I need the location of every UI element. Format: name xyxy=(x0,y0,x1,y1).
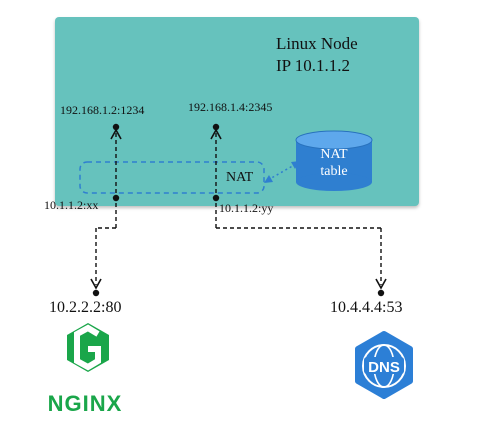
nat-table-link xyxy=(267,163,297,181)
right-external-dot xyxy=(212,194,220,202)
internal-left-address: 192.168.1.2:1234 xyxy=(60,103,145,117)
left-down-arrow xyxy=(90,278,102,290)
dns-address: 10.4.4.4:53 xyxy=(330,299,403,316)
dns-dot xyxy=(377,289,385,297)
nginx-address: 10.2.2.2:80 xyxy=(49,299,122,316)
right-flow-path xyxy=(215,133,382,285)
nginx-logo-icon xyxy=(67,323,109,372)
external-right-address: 10.1.1.2:yy xyxy=(219,201,274,215)
left-external-dot xyxy=(112,194,120,202)
dns-logo-text: DNS xyxy=(368,359,400,376)
nginx-logo-text: NGINX xyxy=(48,391,123,416)
nat-table-cylinder xyxy=(295,130,373,191)
dns-logo-icon xyxy=(355,331,413,399)
left-internal-dot xyxy=(112,123,120,131)
nat-box xyxy=(79,161,265,194)
nat-table-link-arrowhead-left xyxy=(264,175,273,183)
nat-table-label-line2: table xyxy=(320,164,348,179)
node-title: Linux Node xyxy=(276,34,358,53)
nat-table-label-line1: NAT xyxy=(320,147,348,162)
nginx-dot xyxy=(92,289,100,297)
nat-label: NAT xyxy=(226,170,254,185)
left-flow-path xyxy=(95,133,117,285)
right-down-arrow xyxy=(375,278,387,290)
internal-right-address: 192.168.1.4:2345 xyxy=(188,100,273,114)
node-ip: IP 10.1.1.2 xyxy=(276,56,350,75)
nat-table-label: NAT table xyxy=(296,146,372,180)
external-left-address: 10.1.1.2:xx xyxy=(44,198,99,212)
right-internal-dot xyxy=(212,123,220,131)
